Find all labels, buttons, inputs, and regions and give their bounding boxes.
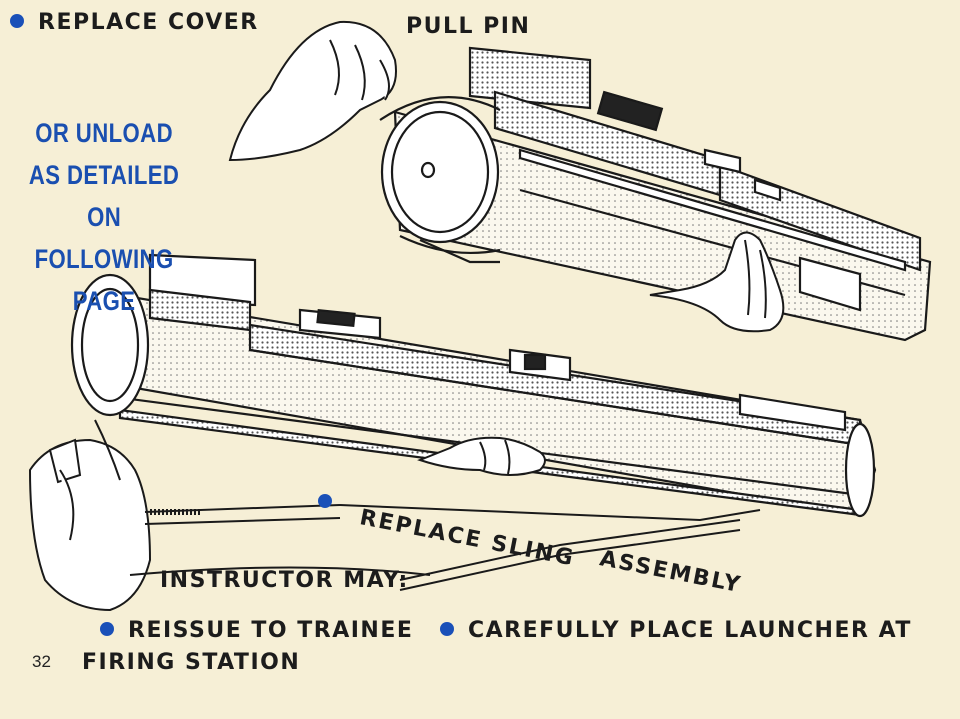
- instructor-may-caption: INSTRUCTOR MAY:: [160, 568, 409, 593]
- bullet-icon: [318, 494, 332, 508]
- hand-lower-left: [28, 438, 152, 612]
- unload-note-line-3: FOLLOWING PAGE: [34, 244, 174, 316]
- unload-note: OR UNLOAD AS DETAILED ON FOLLOWING PAGE: [18, 112, 190, 322]
- replace-sling-caption: [318, 490, 346, 515]
- firing-station-caption: FIRING STATION: [82, 650, 301, 675]
- page-number: 32: [32, 652, 51, 671]
- sling-strap: [94, 419, 761, 591]
- upper-launcher: [379, 46, 932, 342]
- bullet-icon: [440, 622, 454, 636]
- carefully-place-text: CAREFULLY PLACE LAUNCHER AT: [468, 618, 912, 643]
- pull-pin-caption: PULL PIN: [406, 14, 531, 39]
- hand-upper-right: [649, 231, 785, 333]
- carefully-place-caption: CAREFULLY PLACE LAUNCHER AT: [440, 618, 912, 643]
- hand-upper-left: [228, 20, 397, 162]
- hand-lower-middle: [417, 436, 546, 476]
- bullet-icon: [100, 622, 114, 636]
- replace-cover-caption: REPLACE COVER: [10, 10, 259, 35]
- reissue-caption: REISSUE TO TRAINEE: [100, 618, 413, 643]
- reissue-text: REISSUE TO TRAINEE: [128, 618, 414, 643]
- unload-note-line-2: AS DETAILED ON: [28, 160, 180, 232]
- unload-note-line-1: OR UNLOAD: [35, 118, 173, 148]
- replace-cover-text: REPLACE COVER: [38, 10, 259, 35]
- bullet-icon: [10, 14, 24, 28]
